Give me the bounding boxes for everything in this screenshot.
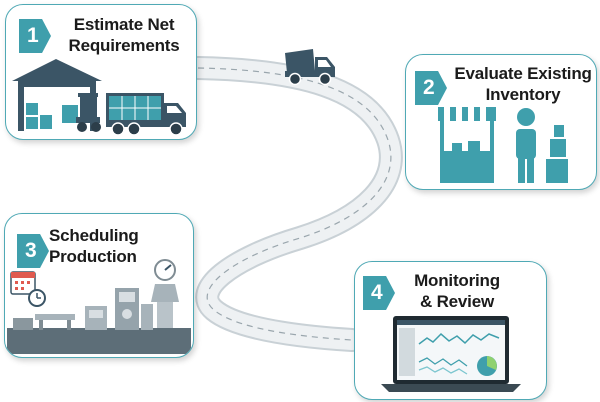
laptop-dashboard-icon	[381, 316, 521, 392]
step-title: Estimate Net Requirements	[54, 14, 194, 56]
step-title-line: & Review	[420, 292, 494, 311]
production-line-icon	[7, 288, 191, 354]
step-card-2: 2 Evaluate Existing Inventory	[405, 54, 597, 190]
step-title: Evaluate Existing Inventory	[448, 63, 596, 105]
forklift-icon	[62, 93, 101, 132]
inventory-illustration	[438, 107, 568, 183]
step-number-badge: 1	[19, 19, 51, 53]
step-title-line: Requirements	[68, 36, 180, 55]
logistics-illustration	[12, 59, 186, 136]
boxes-icon	[546, 125, 568, 183]
step-card-1: 1 Estimate Net Requirements	[5, 4, 197, 140]
step-title: Monitoring & Review	[397, 270, 517, 312]
step-title: Scheduling Production	[49, 225, 159, 267]
step-title-line: Scheduling	[49, 226, 139, 245]
step-title-line: Monitoring	[414, 271, 500, 290]
step-card-3: 3 Scheduling Production	[4, 213, 194, 358]
clock-icon	[28, 289, 46, 307]
line-chart-icon	[418, 332, 500, 375]
step-title-line: Estimate Net	[73, 15, 175, 34]
pie-chart-icon	[477, 356, 497, 376]
gauge-icon	[151, 259, 179, 336]
delivery-truck-icon	[106, 93, 186, 136]
step-title-line: Evaluate Existing	[454, 64, 592, 83]
step-card-4: 4 Monitoring & Review	[354, 261, 547, 400]
production-illustration	[7, 259, 191, 354]
person-icon	[516, 108, 536, 183]
store-icon	[438, 107, 496, 183]
calendar-icon	[10, 271, 36, 295]
step-title-line: Production	[49, 247, 137, 266]
step-number-badge: 4	[363, 276, 395, 310]
step-title-line: Inventory	[485, 85, 561, 104]
dump-truck-icon	[285, 49, 335, 86]
step-number-badge: 2	[415, 71, 447, 105]
